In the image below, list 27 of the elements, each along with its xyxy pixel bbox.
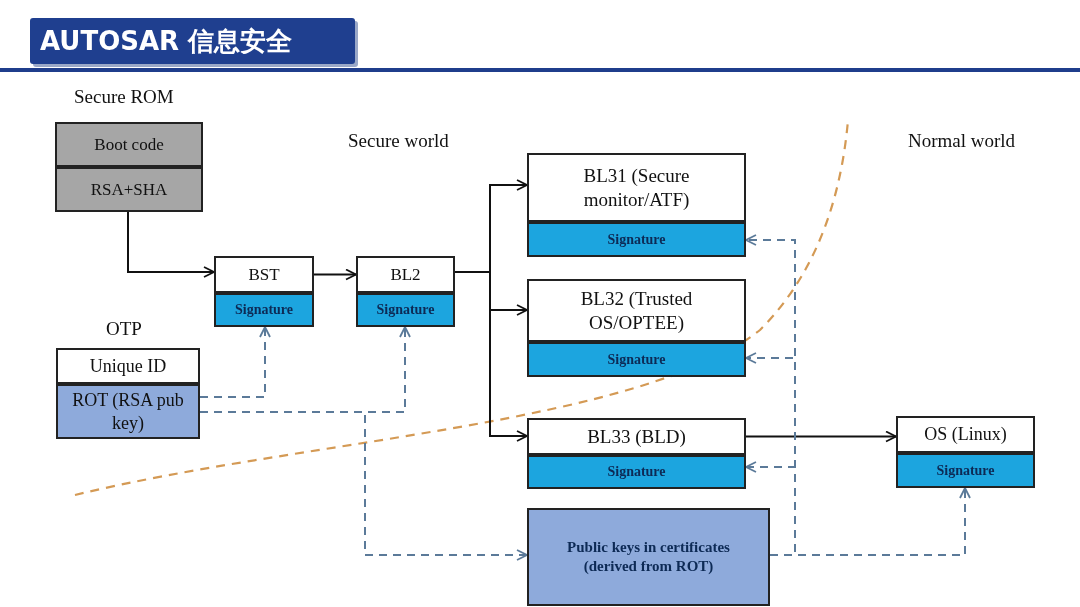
signature-cell: Signature xyxy=(896,453,1035,488)
dashed-arrow xyxy=(199,326,271,398)
signature-cell: Signature xyxy=(527,342,746,377)
rsa-sha-cell: RSA+SHA xyxy=(55,167,203,212)
arrow xyxy=(313,268,357,281)
arrow xyxy=(127,211,215,278)
os-cell: OS (Linux) xyxy=(896,416,1035,453)
signature-cell: Signature xyxy=(214,293,314,327)
signature-cell: Signature xyxy=(527,222,746,257)
unique-id-cell: Unique ID xyxy=(56,348,200,384)
signature-cell: Signature xyxy=(527,455,746,489)
arrow xyxy=(745,430,897,443)
bl31-cell: BL31 (Secure monitor/ATF) xyxy=(527,153,746,222)
bl33-cell: BL33 (BLD) xyxy=(527,418,746,455)
normal-world-label: Normal world xyxy=(908,130,1016,152)
signature-cell: Signature xyxy=(356,293,455,327)
bl2-cell: BL2 xyxy=(356,256,455,293)
boot-code-cell: Boot code xyxy=(55,122,203,167)
public-keys-box: Public keys in certificates (derived from ROT) xyxy=(527,508,770,606)
rot-cell: ROT (RSA pub key) xyxy=(56,384,200,439)
bst-cell: BST xyxy=(214,256,314,293)
bl32-cell: BL32 (Trusted OS/OPTEE) xyxy=(527,279,746,342)
dashed-arrow xyxy=(769,487,971,556)
otp-heading: OTP xyxy=(106,318,142,340)
secure-rom-heading: Secure ROM xyxy=(74,86,174,108)
title-banner: AUTOSAR 信息安全 xyxy=(30,18,355,64)
secure-world-label: Secure world xyxy=(348,130,449,152)
